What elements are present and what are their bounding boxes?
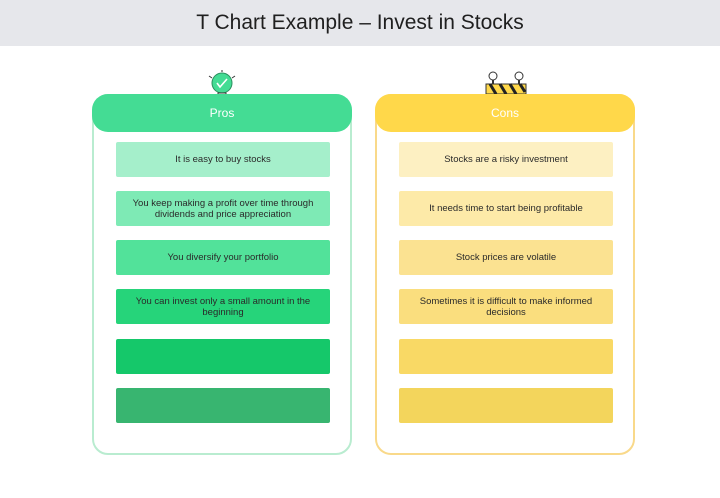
pros-card: You diversify your portfolio	[116, 240, 330, 275]
pros-card: It is easy to buy stocks	[116, 142, 330, 177]
cons-card: It needs time to start being profitable	[399, 191, 613, 226]
pros-column: Pros It is easy to buy stocks You keep m…	[92, 94, 352, 455]
pros-card: You keep making a profit over time throu…	[116, 191, 330, 226]
pros-card: You can invest only a small amount in th…	[116, 289, 330, 324]
cons-header: Cons	[375, 94, 635, 132]
pros-card	[116, 339, 330, 374]
caution-barrier-icon	[485, 71, 527, 104]
page-title: T Chart Example – Invest in Stocks	[196, 11, 524, 34]
cons-card	[399, 388, 613, 423]
cons-card: Stocks are a risky investment	[399, 142, 613, 177]
cons-header-label: Cons	[490, 106, 519, 120]
cons-card	[399, 339, 613, 374]
cons-card: Sometimes it is difficult to make inform…	[399, 289, 613, 324]
title-bar: T Chart Example – Invest in Stocks	[0, 0, 720, 46]
pros-header: Pros	[92, 94, 352, 132]
cons-column: Cons Stocks are a risky investment It ne…	[375, 94, 635, 455]
pros-header-label: Pros	[209, 106, 235, 120]
cons-card: Stock prices are volatile	[399, 240, 613, 275]
pros-card	[116, 388, 330, 423]
